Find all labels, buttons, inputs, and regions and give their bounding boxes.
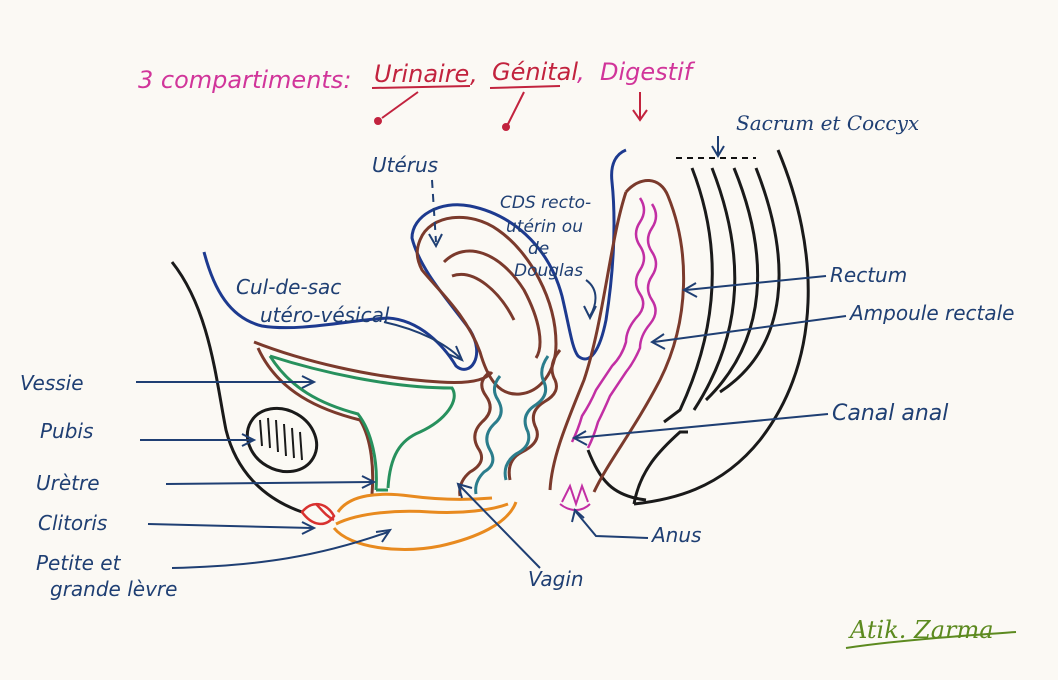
label-cds-line4: Douglas xyxy=(514,261,583,281)
signature: Atik. Zarma xyxy=(846,616,1016,648)
label-cds-line1: CDS recto- xyxy=(500,193,591,213)
anus xyxy=(560,486,590,510)
sacrum-pointer xyxy=(676,136,756,158)
peritoneum xyxy=(204,150,626,369)
label-clitoris: Clitoris xyxy=(38,511,107,535)
vagina xyxy=(460,350,560,496)
label-uretre: Urètre xyxy=(36,471,100,495)
label-sacrum: Sacrum et Coccyx xyxy=(736,111,919,135)
title-sep1: , xyxy=(470,60,478,88)
label-anus: Anus xyxy=(650,523,701,547)
label-culdesac-line2: utéro-vésical xyxy=(260,303,390,327)
title-digestif: Digestif xyxy=(600,58,696,86)
label-vessie: Vessie xyxy=(20,371,84,395)
title: 3 compartiments: Urinaire , Génital , Di… xyxy=(138,58,696,94)
label-vagin: Vagin xyxy=(528,567,584,591)
label-levre-line1: Petite et xyxy=(36,551,122,575)
label-pubis: Pubis xyxy=(40,419,93,443)
label-uterus: Utérus xyxy=(372,153,438,177)
label-cds-line3: de xyxy=(528,239,549,259)
title-pointers xyxy=(372,86,647,131)
labels: Utérus CDS recto- utérin ou de Douglas C… xyxy=(20,153,1014,601)
sacrum-coccyx xyxy=(634,150,808,504)
label-canal: Canal anal xyxy=(832,401,948,426)
title-sep2: , xyxy=(577,58,585,86)
title-urinaire: Urinaire xyxy=(374,60,469,88)
label-levre-line2: grande lèvre xyxy=(50,577,177,601)
label-rectum: Rectum xyxy=(830,263,907,287)
label-cds-line2: utérin ou xyxy=(506,217,583,237)
title-genital: Génital xyxy=(492,58,578,86)
label-ampoule: Ampoule rectale xyxy=(848,301,1014,325)
label-culdesac-line1: Cul-de-sac xyxy=(236,275,341,299)
clitoris xyxy=(302,504,334,524)
title-prefix: 3 compartiments: xyxy=(138,66,351,94)
